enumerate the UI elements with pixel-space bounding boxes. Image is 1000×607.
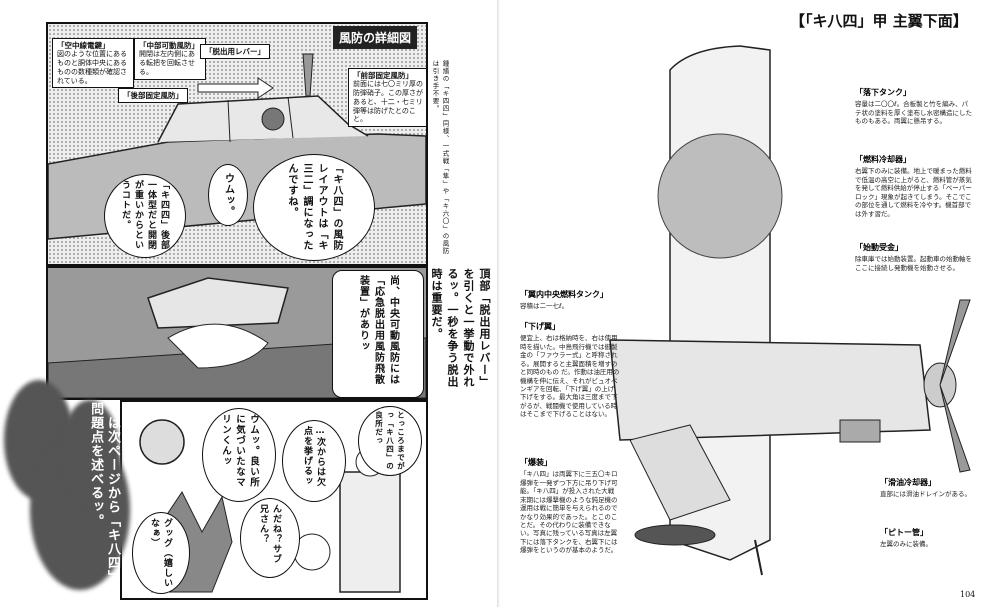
slide-arrow xyxy=(197,77,274,99)
panel-title: 風防の詳細図 xyxy=(333,26,418,49)
speech-bubble-umu: ウムッ。 xyxy=(208,164,248,226)
pitot-tube-caption: 「ピトー管」左翼のみに装備。 xyxy=(880,528,932,549)
right-page: 【「キ八四」甲 主翼下面】 「落下タンク」容量は二〇〇ℓ。合板製と竹を編み、パテ… xyxy=(500,0,1000,607)
center-fuel-tank-caption: 「翼内中央燃料タンク」容積は二一七ℓ。 xyxy=(520,290,608,311)
drop-tank xyxy=(629,424,731,521)
smoke-burst xyxy=(167,323,269,369)
flap-caption: 「下げ翼」便宜上、右は格納時を、右は使用時を描いた。中島飛行機では御製金の「ファ… xyxy=(520,322,620,419)
side-note: 鍾馗の「キ四四」同様、一式戦「隼」や「キ六〇」の風防は引き手不要。 xyxy=(431,60,449,255)
escape-lever-caption: 「脱出用レバー」 xyxy=(200,44,270,60)
propeller-blade xyxy=(939,299,971,386)
drop-tank-caption: 「落下タンク」容量は二〇〇ℓ。合板製と竹を編み、パテ状の塗料を厚く塗布し水密構造… xyxy=(855,88,972,126)
speech-bubble-happy: グッグ（嬉しいなぁ） xyxy=(132,512,190,594)
bomb-load-caption: 「爆装」「キ八四」は両翼下に三五〇キロ爆弾を一発ずつ下方に吊り下げ可能。「キ八四… xyxy=(520,458,618,555)
canopy-strut xyxy=(227,99,231,143)
pitot-tube xyxy=(754,539,763,576)
speech-bubble-noticed: ウムッ。良い所に気づいたなマリンくんッ xyxy=(202,408,276,502)
middle-canopy-caption: 「中部可動風防」 開閉は左内側にある転把を回転させる。 xyxy=(134,38,206,80)
fuselage-underside xyxy=(609,339,931,441)
antenna-key-caption: 「空中線電鍵」 図のような位置にあるものと胴体中央にあるものの数種類が確認されて… xyxy=(52,38,134,89)
fuselage-shape xyxy=(48,337,426,398)
ejection-panel: 尚、中央可動風防には「応急脱出用風防飛散装置」がありッ xyxy=(46,266,428,400)
bomb xyxy=(634,524,716,546)
oil-cooler xyxy=(839,419,881,443)
rear-canopy-caption: 「後部固定風防」 xyxy=(118,88,188,104)
starter-caption: 「始動受金」除車庫では始動装置。起動車の始動軸をここに接続し発動機を始動させる。 xyxy=(855,243,972,272)
escape-lever-narration: 頂部「脱出用レバー」を引くと一挙動で外れるッ。一秒を争う脱出時は重要だ。 xyxy=(430,268,491,388)
speech-bubble-layout: 「キ八四」の風防レイアウトは「キ三二」調になったんですね。 xyxy=(253,154,375,261)
antenna-mast xyxy=(302,53,314,97)
next-page-narration: では次ページから「キ八四」の問題点を述べるッ。 xyxy=(88,402,120,598)
propeller-blade xyxy=(939,384,971,473)
flying-canopy xyxy=(147,277,289,329)
speech-bubble-flaws: …次からは欠点を挙げるッ xyxy=(282,420,346,502)
speech-bubble-sub-brother: んだね？サブ兄さん？ xyxy=(240,498,300,578)
fuel-cooler-caption: 「燃料冷却器」右翼下のみに装備。地上で暖まった燃料で低温の高空に上がると、燃料管… xyxy=(855,155,972,218)
page-title: 【「キ八四」甲 主翼下面】 xyxy=(790,12,968,30)
dark-smoke xyxy=(60,400,120,510)
wing-underside-illustration xyxy=(609,45,971,576)
thumbs-up-fist xyxy=(139,419,185,465)
speech-bubble-ejection-device: 尚、中央可動風防には「応急脱出用風防飛散装置」がありッ xyxy=(332,270,424,398)
speech-bubble-rear-type: 「キ四四」後部一体型だと開閉が重いからというコトだ。 xyxy=(104,174,186,258)
speech-bubble-good-points: とっころまでがっ「キ八四」の良所だっ xyxy=(358,406,422,476)
backpack-character xyxy=(339,471,401,593)
canopy-strut xyxy=(287,96,294,139)
page-number: 104 xyxy=(960,590,976,599)
pilot-head xyxy=(261,107,285,131)
characters-panel: とっころまでがっ「キ八四」の良所だっ ウムッ。良い所に気づいたなマリンくんッ …… xyxy=(120,400,428,600)
hinomaru-insignia xyxy=(657,133,783,259)
front-windshield-caption: 「前部固定風防」 前面には七〇ミリ厚の防弾硝子。この厚さがあると、十二・七ミリ弾… xyxy=(348,68,426,128)
canopy-detail-panel: 風防の詳細図 「空中線電鍵」 図のような位置にあるものと胴体中央にあるものの数種… xyxy=(46,22,428,266)
left-page: 風防の詳細図 「空中線電鍵」 図のような位置にあるものと胴体中央にあるものの数種… xyxy=(4,22,491,600)
oil-cooler-caption: 「滑油冷却器」直部には滑油ドレインがある。 xyxy=(880,478,971,499)
